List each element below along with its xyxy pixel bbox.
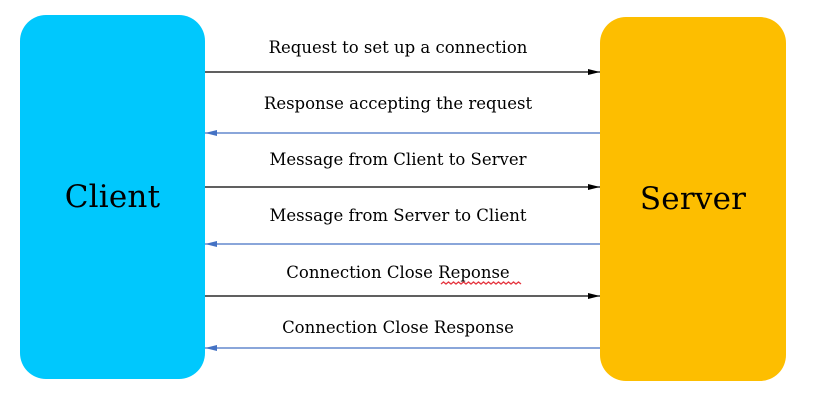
server-node: Server: [600, 17, 786, 381]
message-label-4: Message from Server to Client: [269, 206, 526, 225]
spellcheck-underline: [440, 281, 522, 285]
message-label-5: Connection Close Reponse: [286, 263, 509, 282]
server-label: Server: [639, 181, 747, 217]
message-label-3: Message from Client to Server: [269, 150, 526, 169]
client-label: Client: [64, 179, 161, 215]
client-node: Client: [20, 15, 205, 379]
message-label-1: Request to set up a connection: [269, 38, 528, 57]
message-label-6: Connection Close Response: [282, 318, 514, 337]
message-label-2: Response accepting the request: [264, 94, 533, 113]
